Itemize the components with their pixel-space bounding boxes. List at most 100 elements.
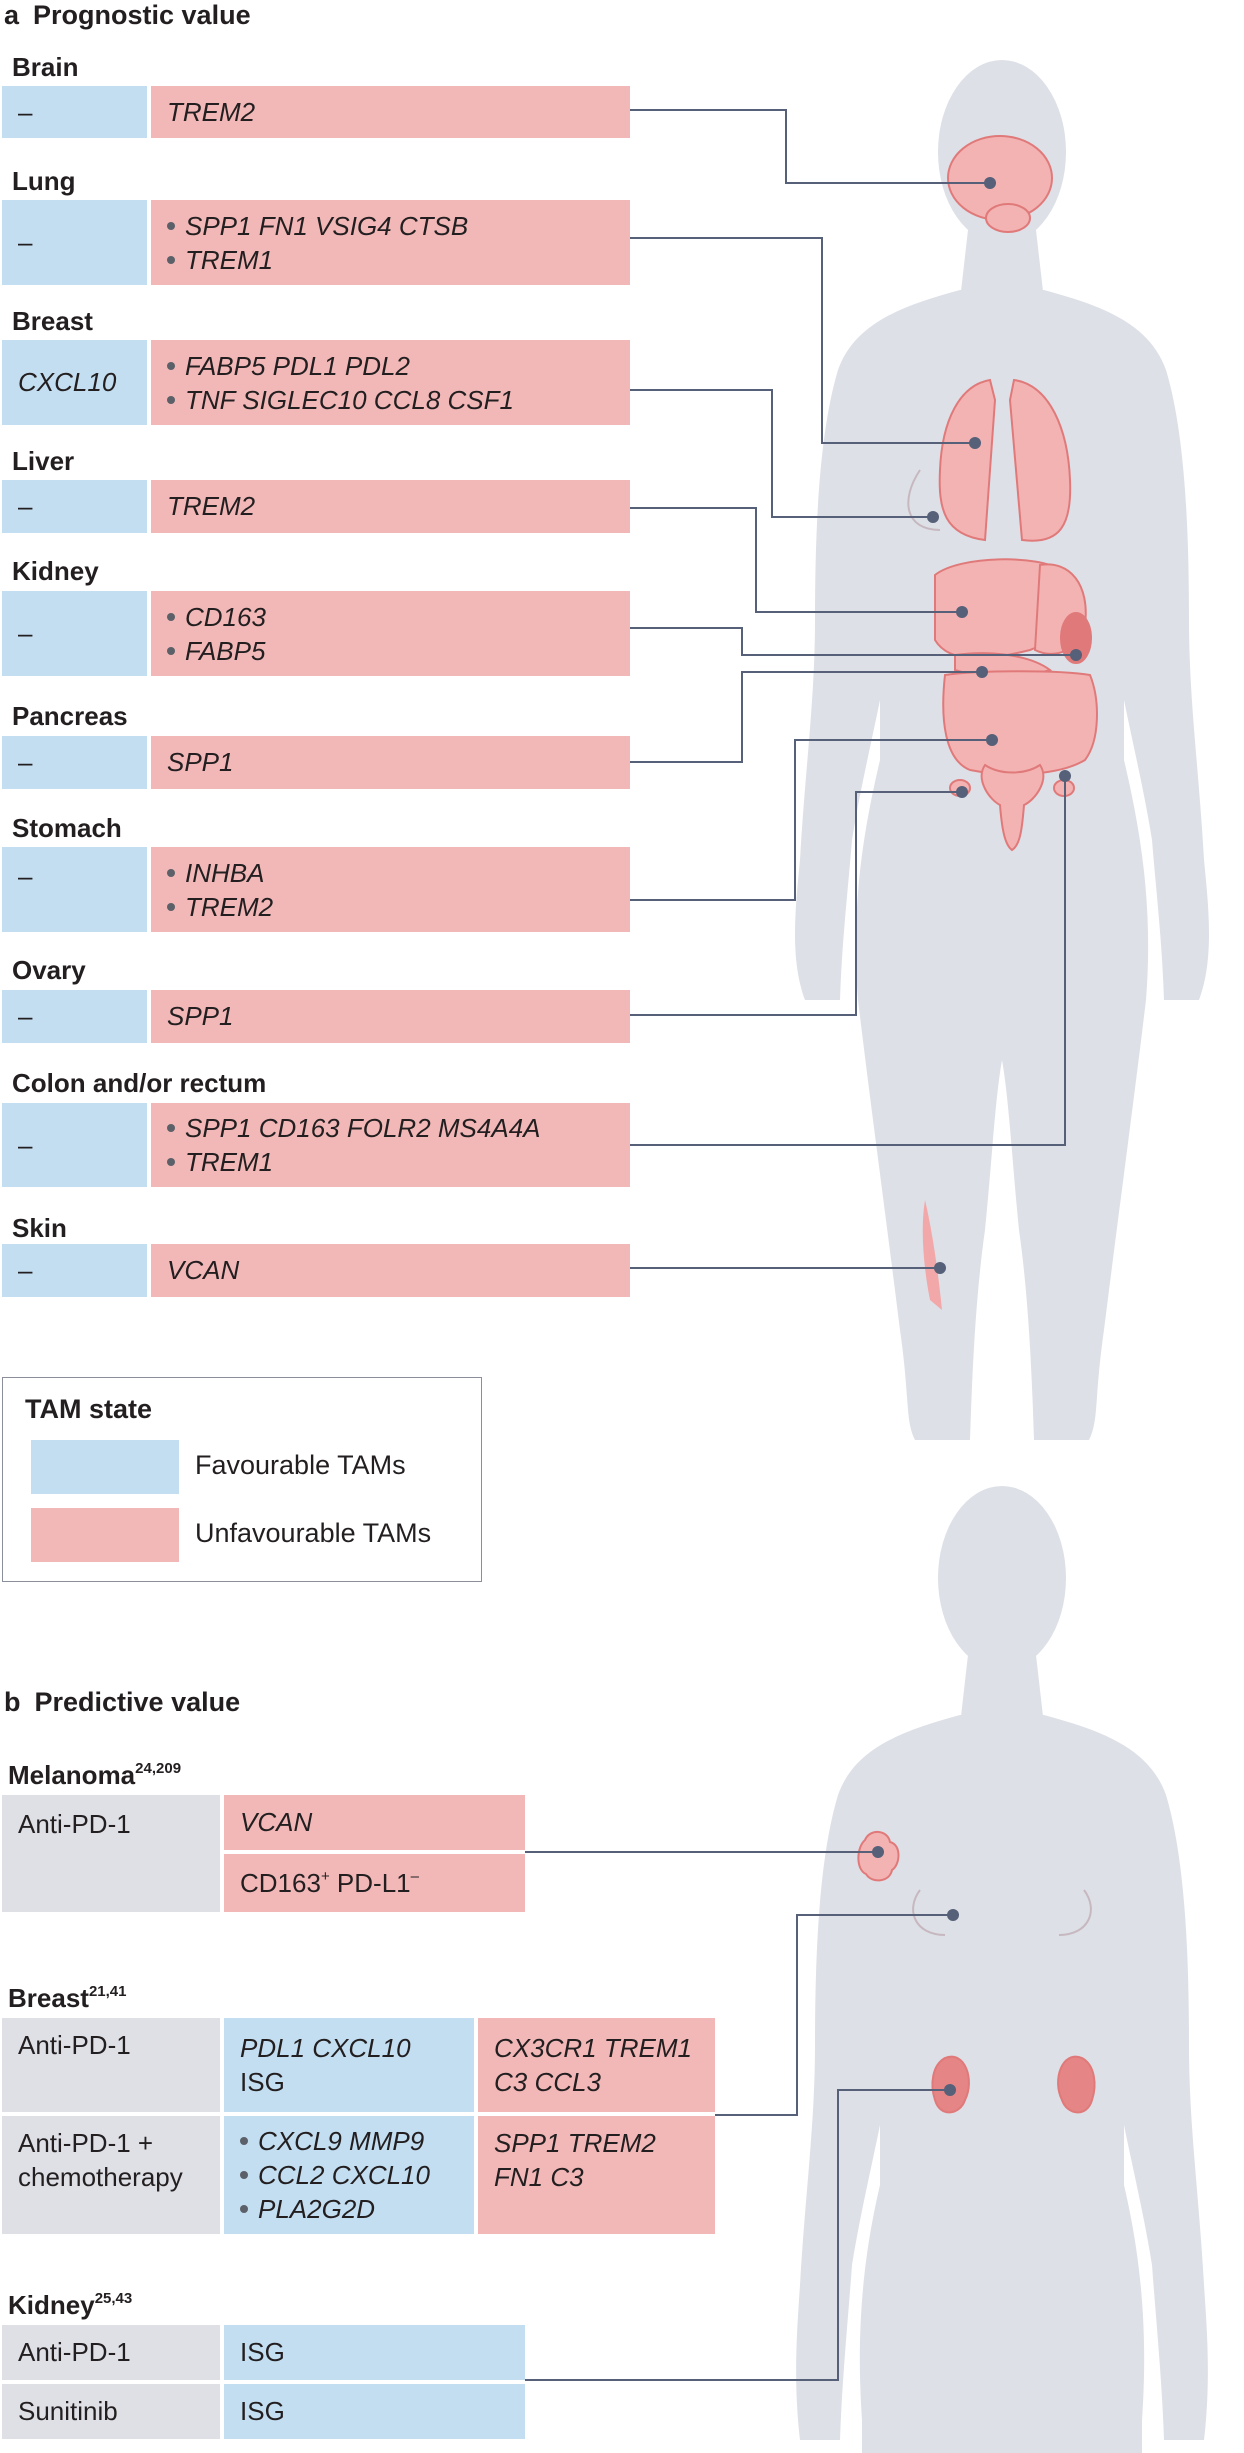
gene-text: SPP1 bbox=[167, 1001, 234, 1031]
gene-text: VCAN bbox=[167, 1255, 240, 1285]
connector-colon bbox=[630, 776, 1066, 1146]
unfavourable-cell-breast: FABP5 PDL1 PDL2 TNF SIGLEC10 CCL8 CSF1 bbox=[151, 340, 630, 425]
favourable-text: – bbox=[18, 491, 33, 521]
organ-label-lung: Lung bbox=[12, 166, 76, 196]
gene-bullet: TREM2 bbox=[167, 890, 630, 924]
favourable-cell-liver: – bbox=[2, 480, 147, 533]
favourable-text: – bbox=[18, 227, 33, 257]
connector-kidney-b bbox=[525, 2089, 950, 2381]
unfavourable-cell-breast-1: CX3CR1 TREM1 C3 CCL3 bbox=[478, 2018, 715, 2112]
panel-b-letter: b bbox=[4, 1687, 21, 1717]
therapy-text: Anti-PD-1 bbox=[18, 1809, 131, 1839]
organ-label-pancreas: Pancreas bbox=[12, 701, 128, 731]
marker-text: CD163+ PD-L1– bbox=[240, 1867, 419, 1898]
gene-text: C3 CCL3 bbox=[494, 2067, 601, 2097]
favourable-cell-kidney-2: ISG bbox=[224, 2384, 525, 2439]
gene-text: ISG bbox=[240, 2396, 285, 2426]
organ-label-kidney-b: Kidney25,43 bbox=[8, 2290, 132, 2321]
kidney-organ bbox=[1060, 612, 1092, 664]
gene-bullet: PLA2G2D bbox=[240, 2192, 474, 2226]
favourable-text: CXCL10 bbox=[18, 367, 117, 397]
organ-name: Melanoma bbox=[8, 1760, 136, 1790]
organ-label-liver: Liver bbox=[12, 446, 75, 476]
favourable-text: – bbox=[18, 861, 33, 891]
organ-label-melanoma: Melanoma24,209 bbox=[8, 1760, 181, 1791]
lung-organ bbox=[938, 378, 997, 542]
connector-breast bbox=[630, 389, 933, 518]
therapy-text: Anti-PD-1 bbox=[18, 2337, 131, 2367]
gene-bullet: CCL2 CXCL10 bbox=[240, 2158, 474, 2192]
favourable-cell-brain: – bbox=[2, 86, 147, 138]
organ-name: Kidney bbox=[8, 2290, 95, 2320]
therapy-text: chemotherapy bbox=[18, 2162, 183, 2192]
gene-bullet: CD163 bbox=[167, 600, 630, 634]
therapy-text: Anti-PD-1 bbox=[18, 2030, 131, 2060]
organ-label-stomach: Stomach bbox=[12, 813, 122, 843]
unfavourable-cell-ovary: SPP1 bbox=[151, 990, 630, 1043]
favourable-text: – bbox=[18, 1129, 33, 1160]
gene-text: TREM2 bbox=[167, 491, 256, 521]
legend-label-unfavourable: Unfavourable TAMs bbox=[195, 1518, 432, 1548]
legend-label-favourable: Favourable TAMs bbox=[195, 1450, 406, 1480]
favourable-cell-pancreas: – bbox=[2, 736, 147, 789]
gene-text: SPP1 bbox=[167, 747, 234, 777]
connector-kidney bbox=[630, 627, 1076, 656]
gene-text: ISG bbox=[240, 2337, 285, 2367]
organ-label-colon: Colon and/or rectum bbox=[12, 1068, 267, 1098]
panel-b-heading: Predictive value bbox=[34, 1687, 241, 1717]
favourable-cell-ovary: – bbox=[2, 990, 147, 1043]
organ-illustrations-top bbox=[907, 135, 1098, 1310]
gene-text: TREM2 bbox=[167, 96, 256, 127]
legend: TAM state Favourable TAMs Unfavourable T… bbox=[2, 1377, 482, 1582]
connector-brain bbox=[630, 109, 990, 184]
therapy-text: Sunitinib bbox=[18, 2396, 118, 2426]
gene-text: FN1 C3 bbox=[494, 2162, 584, 2192]
connector-ovary bbox=[630, 791, 962, 1016]
unfavourable-cell-lung: SPP1 FN1 VSIG4 CTSB TREM1 bbox=[151, 200, 630, 285]
therapy-text: Anti-PD-1 + bbox=[18, 2128, 154, 2158]
gene-bullet: FABP5 PDL1 PDL2 bbox=[167, 349, 630, 383]
favourable-cell-colon: – bbox=[2, 1103, 147, 1187]
therapy-cell-kidney-1: Anti-PD-1 bbox=[2, 2325, 220, 2380]
panel-a-title: a Prognostic value bbox=[4, 0, 251, 31]
organ-label-breast: Breast bbox=[12, 306, 93, 336]
gene-bullet: TNF SIGLEC10 CCL8 CSF1 bbox=[167, 383, 630, 417]
organ-name: Breast bbox=[8, 1983, 89, 2013]
connector-stomach bbox=[630, 739, 992, 901]
gene-bullet: TREM1 bbox=[167, 1145, 630, 1179]
favourable-cell-lung: – bbox=[2, 200, 147, 285]
favourable-text: – bbox=[18, 1001, 33, 1031]
connector-breast-b bbox=[715, 1914, 953, 2116]
panel-a-heading: Prognostic value bbox=[33, 0, 251, 30]
panel-b-title: b Predictive value bbox=[4, 1687, 240, 1718]
favourable-cell-kidney: – bbox=[2, 591, 147, 676]
connector-lung bbox=[630, 237, 975, 444]
gene-text: PDL1 CXCL10 bbox=[240, 2033, 411, 2063]
unfavourable-cell-pancreas: SPP1 bbox=[151, 736, 630, 789]
therapy-cell-kidney-2: Sunitinib bbox=[2, 2384, 220, 2439]
unfavourable-cell-breast-2: SPP1 TREM2 FN1 C3 bbox=[478, 2116, 715, 2234]
therapy-cell-breast-1: Anti-PD-1 bbox=[2, 2018, 220, 2112]
therapy-cell-breast-2: Anti-PD-1 + chemotherapy bbox=[2, 2116, 220, 2234]
reference-superscript: 21,41 bbox=[88, 1983, 127, 2000]
favourable-cell-skin: – bbox=[2, 1244, 147, 1297]
favourable-cell-breast-2: CXCL9 MMP9 CCL2 CXCL10 PLA2G2D bbox=[224, 2116, 474, 2234]
therapy-cell-melanoma: Anti-PD-1 bbox=[2, 1795, 220, 1912]
organ-label-ovary: Ovary bbox=[12, 955, 86, 985]
intestine-organ bbox=[942, 670, 1098, 776]
favourable-text: – bbox=[18, 96, 33, 127]
favourable-cell-breast: CXCL10 bbox=[2, 340, 147, 425]
body-silhouette-bottom bbox=[796, 1486, 1208, 2453]
gene-bullet: SPP1 CD163 FOLR2 MS4A4A bbox=[167, 1111, 630, 1145]
unfavourable-cell-liver: TREM2 bbox=[151, 480, 630, 533]
unfavourable-cell-kidney: CD163 FABP5 bbox=[151, 591, 630, 676]
gene-text: ISG bbox=[240, 2067, 285, 2097]
legend-title: TAM state bbox=[25, 1394, 153, 1424]
gene-text: VCAN bbox=[240, 1807, 313, 1837]
panel-a-letter: a bbox=[4, 0, 20, 30]
connector-dots bbox=[872, 177, 1082, 2096]
gene-bullet: FABP5 bbox=[167, 634, 630, 668]
favourable-text: – bbox=[18, 747, 33, 777]
favourable-cell-breast-1: PDL1 CXCL10 ISG bbox=[224, 2018, 474, 2112]
